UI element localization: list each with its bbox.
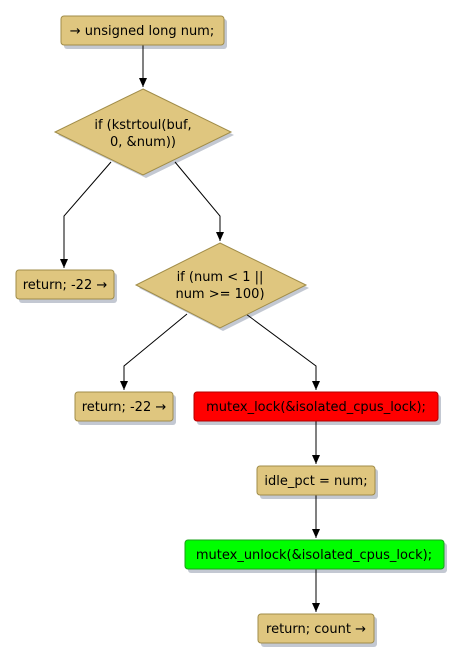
edge-cond2-to-lock [245, 313, 320, 390]
node-ret2-text: return; -22 → [82, 400, 167, 415]
edge-cond1-to-cond2 [174, 161, 224, 241]
node-lock: mutex_lock(&isolated_cpus_lock); [193, 391, 439, 422]
node-ret3-box [257, 613, 375, 644]
edge-cond1-to-ret1 [60, 161, 112, 268]
node-ret1: return; -22 → [15, 269, 115, 300]
node-lock-text: mutex_lock(&isolated_cpus_lock); [206, 400, 426, 415]
node-cond2-line2: num >= 100) [175, 287, 264, 302]
node-cond1-line1: if (kstrtoul(buf, [94, 118, 191, 133]
node-ret3: return; count → [257, 613, 375, 644]
node-lock-box [193, 391, 439, 422]
node-cond1-diamond [53, 88, 233, 176]
node-cond2-line1: if (num < 1 || [177, 270, 264, 285]
node-unlock: mutex_unlock(&isolated_cpus_lock); [184, 539, 445, 570]
node-ret1-text: return; -22 → [23, 278, 108, 293]
node-assign-box [256, 465, 376, 496]
node-cond2-diamond [134, 242, 308, 329]
node-start: → unsigned long num; [60, 15, 225, 46]
node-start-box [60, 15, 225, 46]
node-unlock-text: mutex_unlock(&isolated_cpus_lock); [196, 548, 432, 563]
node-assign: idle_pct = num; [256, 465, 376, 496]
node-start-text: → unsigned long num; [70, 24, 214, 39]
node-ret2-box [74, 391, 174, 422]
node-ret2: return; -22 → [74, 391, 174, 422]
node-assign-text: idle_pct = num; [264, 474, 367, 489]
node-ret1-box [15, 269, 115, 300]
node-cond1: if (kstrtoul(buf, 0, &num)) [53, 88, 233, 176]
node-ret3-text: return; count → [266, 622, 366, 637]
node-cond1-line2: 0, &num)) [110, 135, 176, 150]
node-unlock-box [184, 539, 445, 570]
edges [60, 45, 320, 612]
edge-cond2-to-ret2 [120, 313, 188, 390]
node-cond2: if (num < 1 || num >= 100) [134, 242, 308, 329]
